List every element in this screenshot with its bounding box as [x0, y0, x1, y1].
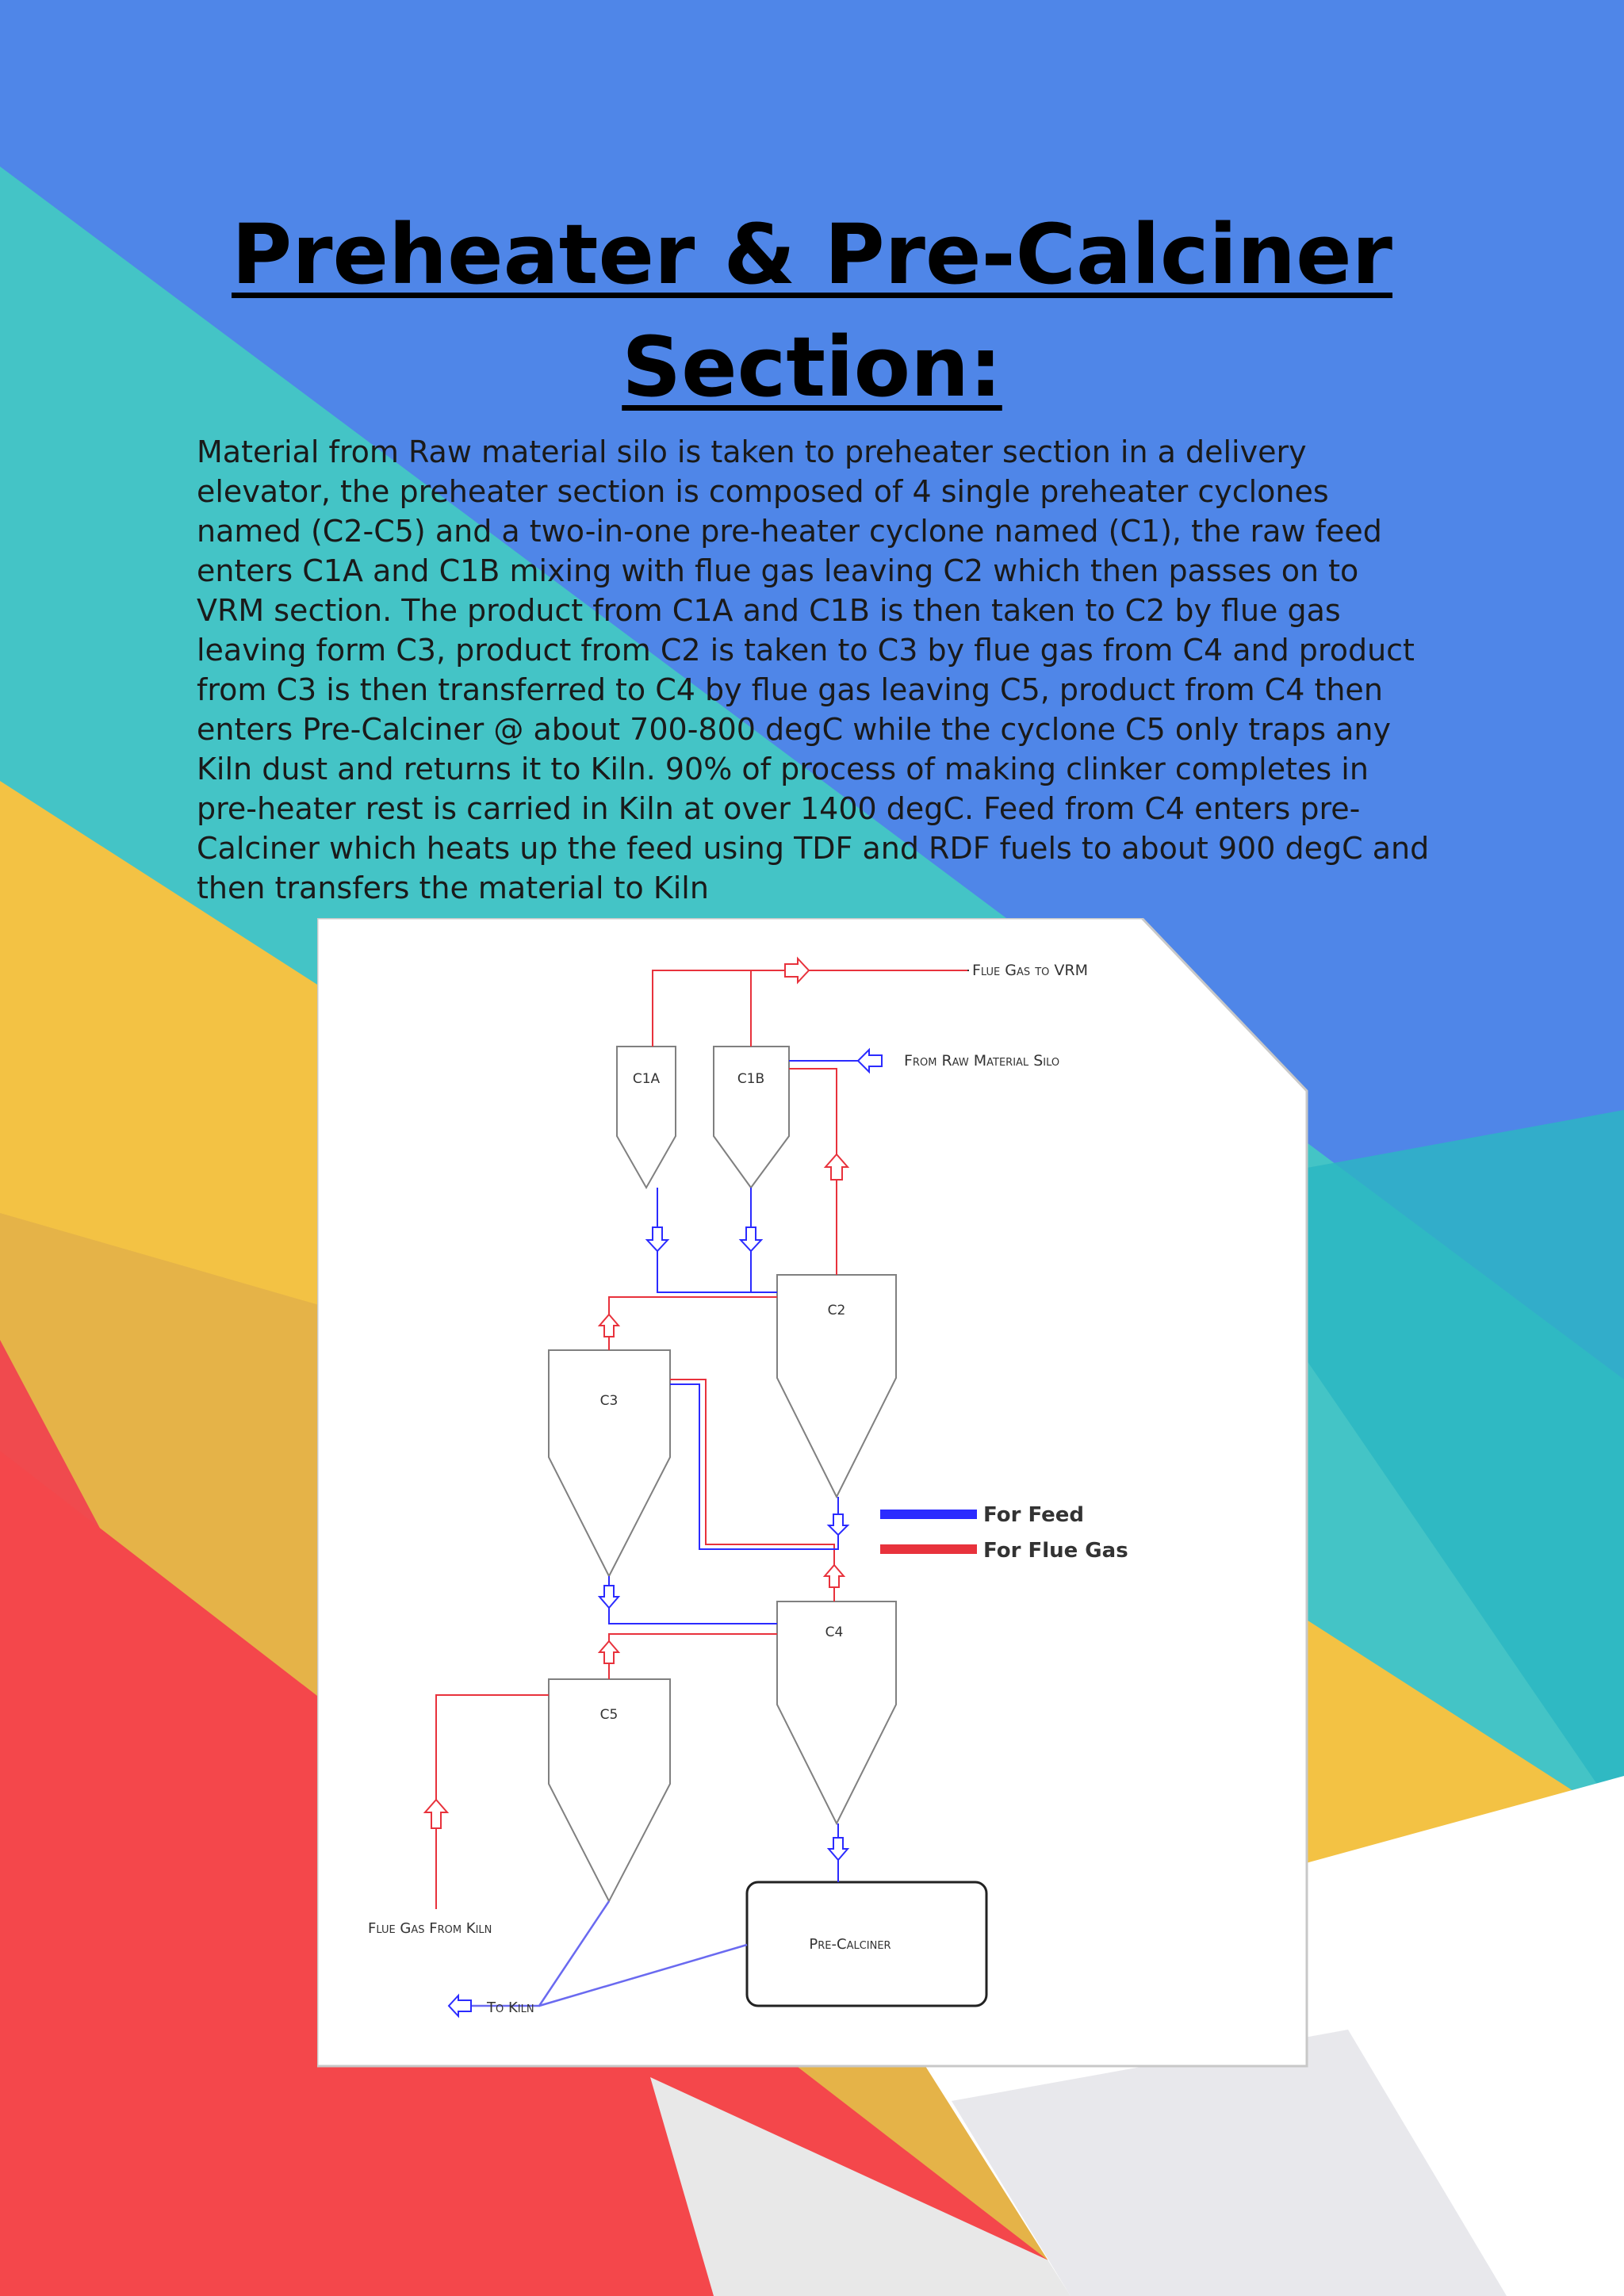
- label-c3: C3: [600, 1393, 619, 1409]
- page-title-line2: Section:: [622, 319, 1002, 415]
- cyclone-c4: [776, 1601, 897, 1826]
- legend-swatch-feed: [880, 1510, 977, 1519]
- preheater-diagram: C1A C1B C2 C3 C4 C5 Pre-Calciner Flue Ga…: [317, 918, 1308, 2068]
- body-paragraph: Material from Raw material silo is taken…: [197, 434, 1430, 905]
- cyclone-c3: [548, 1349, 671, 1578]
- legend-flue-gas-label: For Flue Gas: [983, 1539, 1128, 1563]
- label-c1b: C1B: [737, 1071, 764, 1087]
- precalciner-box: [745, 1881, 988, 2007]
- label-c1a: C1A: [633, 1071, 661, 1087]
- label-flue-gas-to-vrm: Flue Gas to VRM: [972, 962, 1088, 979]
- page-title-line1: Preheater & Pre-Calciner: [232, 206, 1392, 303]
- label-c4: C4: [825, 1624, 844, 1640]
- cyclone-c1b: [713, 1046, 790, 1189]
- cyclone-c5: [548, 1678, 671, 1904]
- cyclone-c1a: [616, 1046, 676, 1190]
- legend-feed-label: For Feed: [983, 1503, 1084, 1527]
- label-precalciner: Pre-Calciner: [809, 1936, 891, 1953]
- legend-swatch-flue-gas: [880, 1544, 977, 1554]
- label-to-kiln: To Kiln: [486, 1999, 534, 2016]
- label-from-raw-material-silo: From Raw Material Silo: [904, 1052, 1059, 1070]
- cyclone-c2: [776, 1274, 897, 1499]
- label-c5: C5: [600, 1707, 619, 1723]
- label-flue-gas-from-kiln: Flue Gas From Kiln: [368, 1920, 492, 1937]
- label-c2: C2: [828, 1303, 846, 1318]
